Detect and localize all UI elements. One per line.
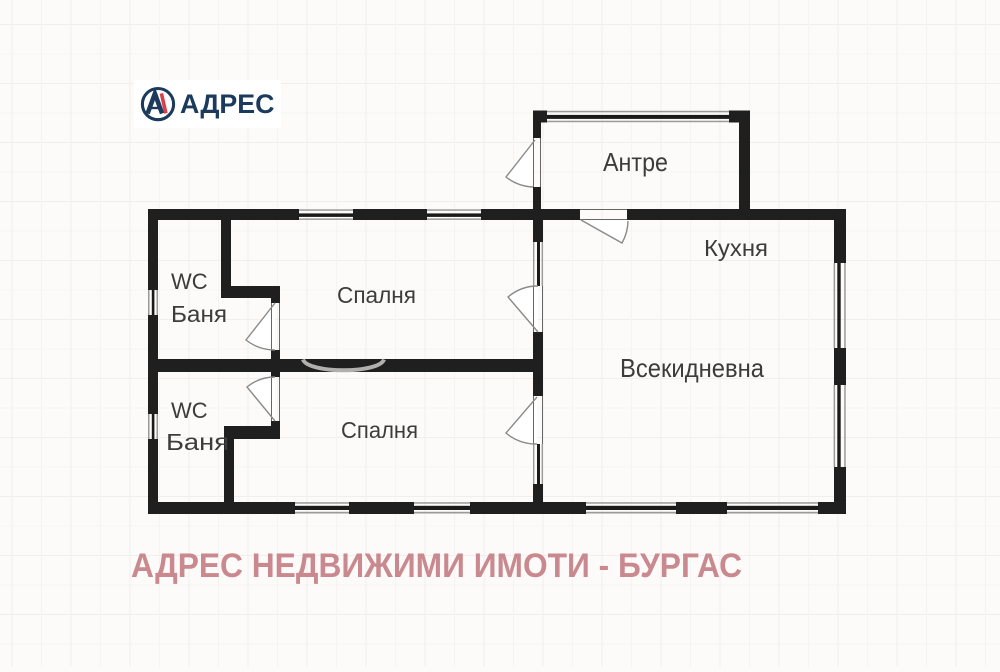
svg-text:Всекидневна: Всекидневна [620, 353, 764, 383]
svg-text:АДРЕС НЕДВИЖИМИ ИМОТИ - БУРГАС: АДРЕС НЕДВИЖИМИ ИМОТИ - БУРГАС [131, 547, 742, 585]
svg-text:Антре: Антре [603, 147, 668, 177]
svg-text:Спалня: Спалня [341, 417, 418, 443]
svg-text:Спалня: Спалня [337, 282, 416, 308]
svg-text:Баня: Баня [166, 429, 229, 455]
svg-text:WC: WC [171, 269, 208, 294]
svg-text:Баня: Баня [171, 301, 227, 327]
svg-text:WC: WC [171, 398, 208, 423]
svg-text:АДРЕС: АДРЕС [180, 89, 275, 119]
svg-text:Кухня: Кухня [704, 235, 768, 261]
